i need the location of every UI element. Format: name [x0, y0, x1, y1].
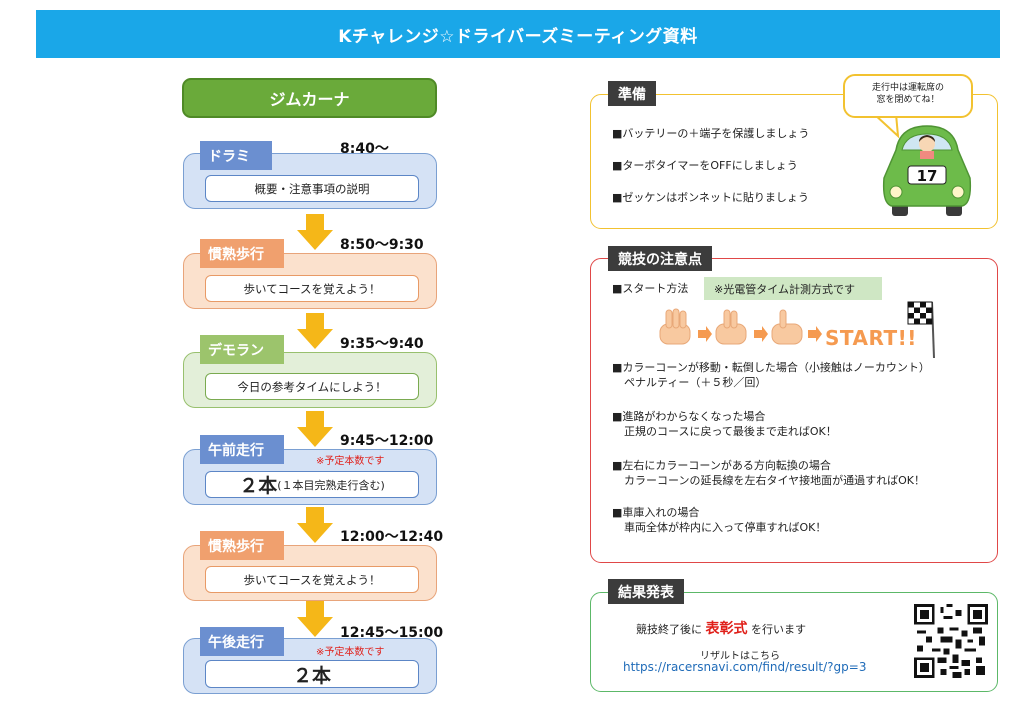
step-tag: 午後走行 — [200, 627, 284, 656]
down-arrow-icon — [297, 411, 333, 447]
step-time: 12:45〜15:00 — [340, 625, 444, 641]
results-text: を行います — [751, 623, 806, 636]
rules-title: 競技の注意点 — [608, 246, 712, 271]
results-text: 競技終了後に — [636, 623, 702, 636]
step-time: 9:45〜12:00 — [340, 433, 434, 449]
result-url-link[interactable]: https://racersnavi.com/find/result/?gp=3 — [623, 660, 867, 674]
qr-code-icon[interactable] — [914, 604, 988, 678]
prep-item: ■ターボタイマーをOFFにしましょう — [612, 159, 798, 172]
ceremony-highlight: 表彰式 — [705, 621, 748, 637]
rule-heading: ■カラーコーンが移動・転倒した場合（小接触はノーカウント） — [612, 361, 930, 374]
results-title: 結果発表 — [608, 579, 684, 604]
page-header: Kチャレンジ☆ドライバーズミーティング資料 — [36, 10, 1000, 58]
step-time: 8:40〜 — [340, 141, 389, 157]
start-label: START!! — [825, 326, 917, 350]
step-content: 歩いてコースを覚えよう！ — [205, 275, 419, 302]
down-arrow-icon — [297, 507, 333, 543]
rule-heading: ■左右にカラーコーンがある方向転換の場合 — [612, 459, 831, 472]
start-method-note: ※光電管タイム計測方式です — [704, 277, 882, 300]
schedule-title: ジムカーナ — [182, 78, 437, 118]
race-car-icon: 17 — [882, 125, 972, 216]
note-planned-runs: ※予定本数です — [316, 647, 385, 658]
prep-title: 準備 — [608, 81, 656, 106]
rule-item: ■カラーコーンが移動・転倒した場合（小接触はノーカウント） ペナルティー（＋５秒… — [612, 360, 930, 390]
start-method-label: ■スタート方法 — [612, 282, 689, 295]
rule-detail: カラーコーンの延長線を左右タイヤ接地面が通過すればOK！ — [624, 474, 925, 487]
prep-item: ■ゼッケンはボンネットに貼りましょう — [612, 191, 809, 204]
step-time: 9:35〜9:40 — [340, 336, 424, 352]
run-count: ２本 — [239, 475, 278, 497]
down-arrow-icon — [297, 601, 333, 637]
speech-bubble: 走行中は運転席の 窓を閉めてね！ — [843, 74, 973, 118]
step-content: 歩いてコースを覚えよう！ — [205, 566, 419, 593]
step-tag: 慣熟歩行 — [200, 239, 284, 268]
rule-detail: 正規のコースに戻って最後まで走ればOK！ — [624, 425, 837, 438]
car-number: 17 — [917, 167, 938, 185]
step-time: 12:00〜12:40 — [340, 529, 444, 545]
checkered-flag-icon — [907, 301, 935, 359]
rule-item: ■車庫入れの場合 車両全体が枠内に入って停車すればOK！ — [612, 505, 826, 535]
rule-heading: ■車庫入れの場合 — [612, 506, 700, 519]
result-link-label: リザルトはこちら — [700, 651, 780, 662]
run-count-note: (１本目完熟走行含む) — [277, 478, 385, 492]
step-content: ２本 — [205, 660, 419, 688]
step-tag: デモラン — [200, 335, 284, 364]
down-arrow-icon — [297, 313, 333, 349]
countdown-hands-icon — [659, 308, 822, 345]
rule-detail: ペナルティー（＋５秒／回） — [624, 376, 767, 389]
step-tag: 慣熟歩行 — [200, 531, 284, 560]
rule-heading: ■進路がわからなくなった場合 — [612, 410, 766, 423]
step-tag: ドラミ — [200, 141, 272, 170]
note-planned-runs: ※予定本数です — [316, 456, 385, 467]
rule-item: ■進路がわからなくなった場合 正規のコースに戻って最後まで走ればOK！ — [612, 409, 837, 439]
rule-item: ■左右にカラーコーンがある方向転換の場合 カラーコーンの延長線を左右タイヤ接地面… — [612, 458, 925, 488]
results-ceremony-line: 競技終了後に 表彰式 を行います — [636, 618, 806, 638]
step-content: 概要・注意事項の説明 — [205, 175, 419, 202]
step-time: 8:50〜9:30 — [340, 237, 424, 253]
rule-detail: 車両全体が枠内に入って停車すればOK！ — [624, 521, 827, 534]
step-content: ２本(１本目完熟走行含む) — [205, 471, 419, 498]
step-content: 今日の参考タイムにしよう！ — [205, 373, 419, 400]
step-tag: 午前走行 — [200, 435, 284, 464]
down-arrow-icon — [297, 214, 333, 250]
prep-item: ■バッテリーの＋端子を保護しましょう — [612, 127, 810, 140]
run-count: ２本 — [292, 664, 331, 687]
